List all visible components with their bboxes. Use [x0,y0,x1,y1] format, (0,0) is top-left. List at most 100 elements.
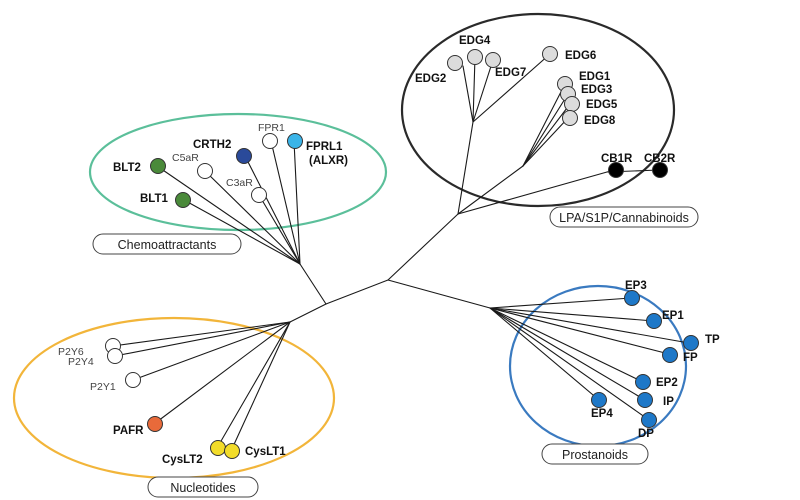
receptor-node-c3ar [251,187,267,203]
receptor-label-pafr: PAFR [113,425,144,437]
receptor-label-fp: FP [683,352,698,364]
receptor-fp: FP [662,347,698,364]
receptor-node-fp [662,347,678,363]
receptor-cb1r: CB1R [601,153,633,178]
group-label-nucleotides-text: Nucleotides [170,481,235,495]
receptor-ep4: EP4 [591,392,613,420]
receptor-label-c5ar: C5aR [172,152,199,164]
receptor-p2y1: P2Y1 [90,372,141,393]
receptor-node-blt1 [175,192,191,208]
receptor-ep2: EP2 [635,374,678,390]
group-label-lpa: LPA/S1P/Cannabinoids [549,206,699,228]
receptor-crth2: CRTH2 [193,139,252,164]
receptor-edg7: EDG7 [485,52,526,79]
group-label-chemoattractants: Chemoattractants [92,233,242,255]
receptor-p2y4: P2Y4 [68,348,123,368]
receptor-fprl1: FPRL1 (ALXR) [287,133,348,167]
receptor-edg5: EDG5 [564,96,618,112]
group-label-chemoattractants-text: Chemoattractants [118,238,217,252]
receptor-node-cb2r [652,162,668,178]
receptor-node-pafr [147,416,163,432]
receptor-blt1: BLT1 [140,192,191,208]
receptor-node-cyslt2 [210,440,226,456]
receptor-label-dp: DP [638,428,654,440]
receptor-label-p2y4: P2Y4 [68,356,94,368]
receptor-node-edg4 [467,49,483,65]
receptor-label-edg6: EDG6 [565,50,596,62]
receptor-cyslt1: CysLT1 [224,443,286,459]
receptor-node-fprl1 [287,133,303,149]
receptor-node-p2y1 [125,372,141,388]
group-label-lpa-text: LPA/S1P/Cannabinoids [559,211,689,225]
receptor-tp: TP [683,334,720,351]
group-label-prostanoids-text: Prostanoids [562,448,628,462]
receptor-node-edg5 [564,96,580,112]
receptor-label-c3ar: C3aR [226,177,253,189]
receptor-label-ip: IP [663,396,674,408]
receptor-node-dp [641,412,657,428]
receptor-node-blt2 [150,158,166,174]
receptor-node-edg8 [562,110,578,126]
receptor-node-edg6 [542,46,558,62]
receptor-node-tp [683,335,699,351]
receptor-node-ep3 [624,290,640,306]
receptor-sublabel-fprl1: (ALXR) [309,155,348,167]
receptor-edg4: EDG4 [459,35,491,65]
receptor-label-cyslt1: CysLT1 [245,446,286,458]
receptor-node-edg7 [485,52,501,68]
receptor-label-ep4: EP4 [591,408,613,420]
receptor-pafr: PAFR [113,416,163,437]
receptor-edg2: EDG2 [415,55,463,85]
tree-branches [112,53,690,452]
receptor-dp: DP [638,412,657,440]
receptor-label-p2y1: P2Y1 [90,381,116,393]
receptor-label-ep3: EP3 [625,280,647,292]
group-label-nucleotides: Nucleotides [147,476,259,498]
receptor-node-crth2 [236,148,252,164]
receptor-label-ep1: EP1 [662,310,684,322]
receptor-label-blt2: BLT2 [113,162,141,174]
receptor-label-edg5: EDG5 [586,99,618,111]
receptor-fpr1: FPR1 [258,122,285,149]
receptor-label-crth2: CRTH2 [193,139,231,151]
receptor-cyslt2: CysLT2 [162,440,226,466]
receptor-label-edg2: EDG2 [415,73,446,85]
receptor-cb2r: CB2R [644,153,676,178]
receptor-ip: IP [637,392,674,408]
receptor-c3ar: C3aR [226,177,267,203]
receptor-label-edg4: EDG4 [459,35,491,47]
receptor-label-edg7: EDG7 [495,67,526,79]
receptor-label-edg8: EDG8 [584,115,616,127]
receptor-label-cb1r: CB1R [601,153,633,165]
receptor-node-ep4 [591,392,607,408]
receptor-label-tp: TP [705,334,720,346]
receptor-node-cb1r [608,162,624,178]
receptor-label-edg3: EDG3 [581,84,612,96]
receptor-node-p2y4 [107,348,123,364]
cluster-ellipse-prostanoids [508,284,688,448]
receptor-label-ep2: EP2 [656,377,678,389]
receptor-label-cyslt2: CysLT2 [162,454,203,466]
receptor-ep1: EP1 [646,310,684,329]
receptor-node-fpr1 [262,133,278,149]
receptor-label-edg1: EDG1 [579,71,611,83]
receptor-node-ep1 [646,313,662,329]
receptor-node-ep2 [635,374,651,390]
receptor-node-ip [637,392,653,408]
receptor-edg6: EDG6 [542,46,596,62]
receptor-ep3: EP3 [624,280,647,306]
receptor-label-p2y6: P2Y6 [58,346,84,358]
receptor-node-cyslt1 [224,443,240,459]
receptor-label-fprl1: FPRL1 [306,141,343,153]
receptor-node-edg2 [447,55,463,71]
receptor-label-cb2r: CB2R [644,153,676,165]
receptor-label-blt1: BLT1 [140,193,169,205]
receptor-edg8: EDG8 [562,110,616,127]
receptor-node-c5ar [197,163,213,179]
receptor-label-fpr1: FPR1 [258,122,285,134]
receptor-c5ar: C5aR [172,152,213,179]
receptor-blt2: BLT2 [113,158,166,174]
cluster-ellipse-lpa [400,12,676,208]
